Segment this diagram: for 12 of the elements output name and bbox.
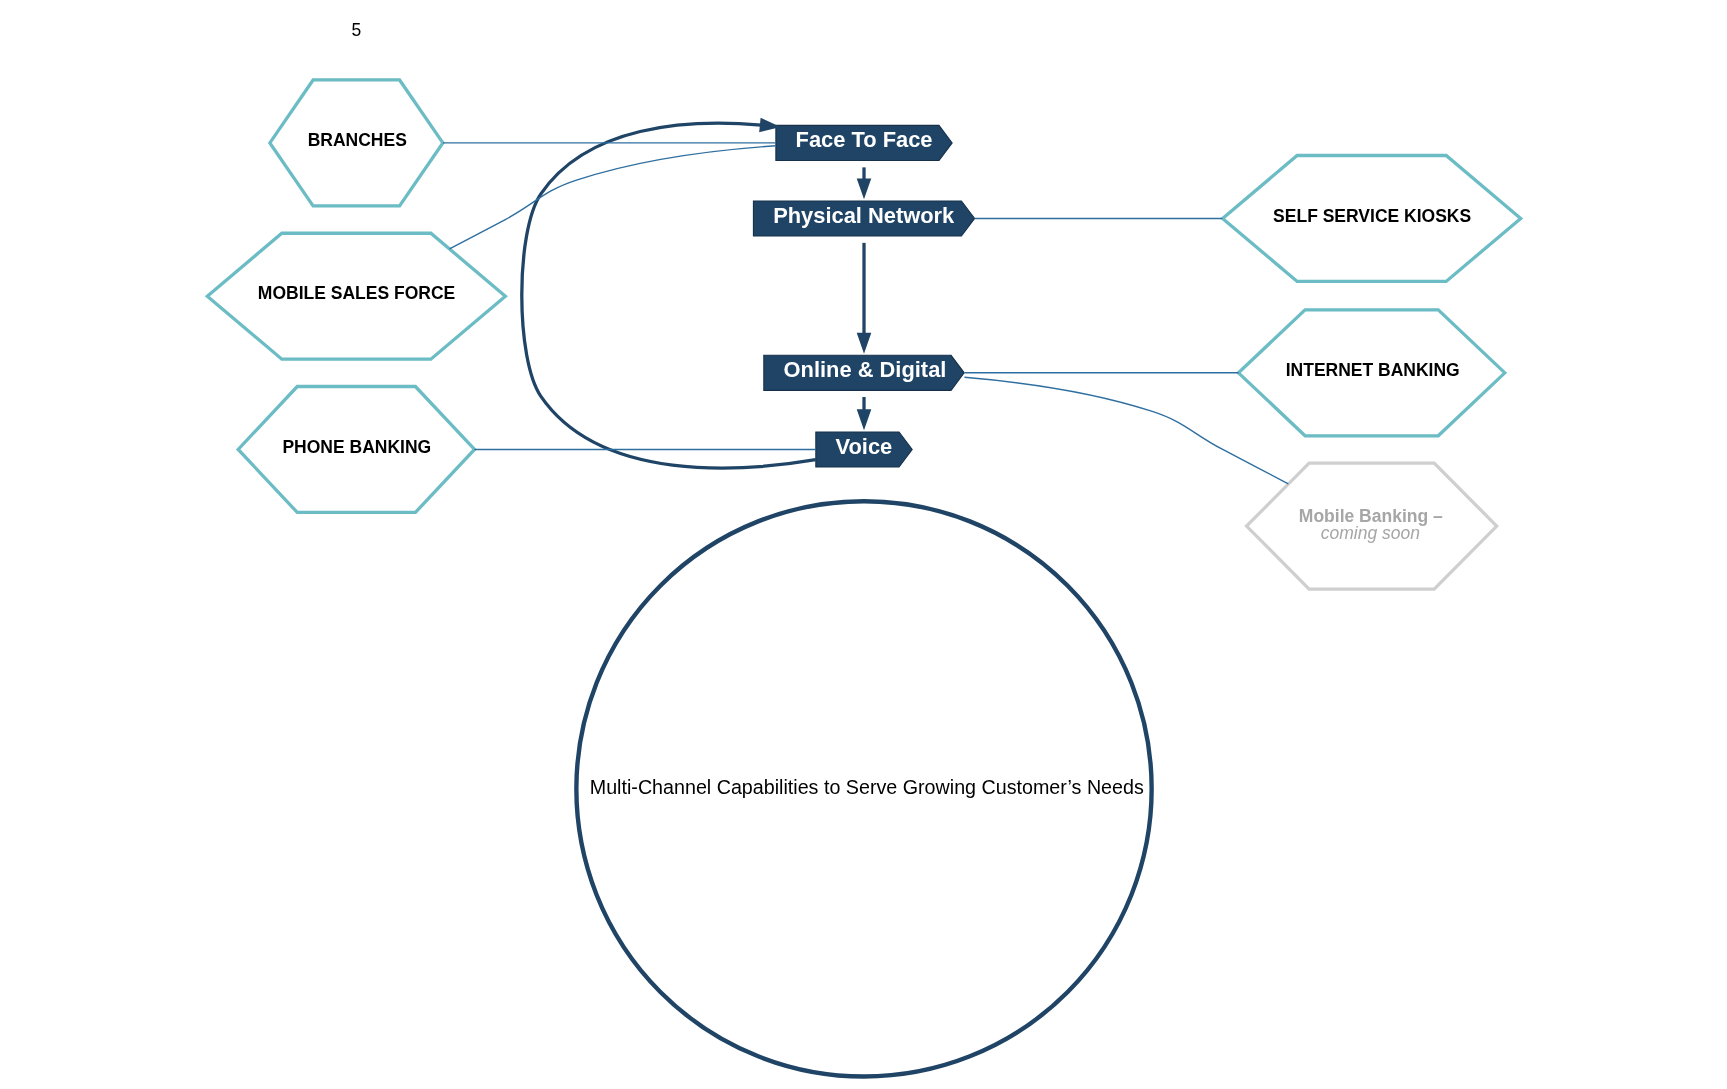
connector <box>973 217 1223 220</box>
connector <box>963 372 1239 374</box>
arrow <box>856 396 871 431</box>
node-circle: Multi-Channel Capabilities to Serve Growing Customer’s Needs <box>573 499 1154 1079</box>
connector <box>473 448 816 451</box>
connector <box>963 376 1289 485</box>
arrow <box>856 242 871 354</box>
arrow <box>519 117 816 470</box>
connector <box>441 142 776 144</box>
arrow <box>856 167 871 200</box>
connector <box>448 145 776 250</box>
label: 5 <box>350 20 361 41</box>
